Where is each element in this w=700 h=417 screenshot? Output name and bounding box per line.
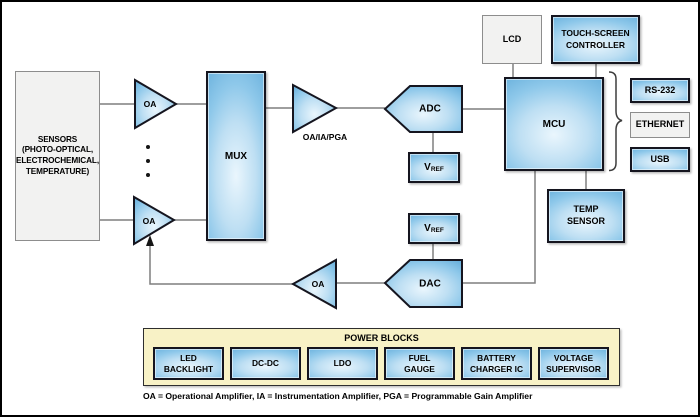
- dac-pentagon: [383, 259, 463, 308]
- vref-label: V: [424, 162, 431, 173]
- ethernet-block: ETHERNET: [630, 112, 690, 138]
- wire-feedback-to-oa-bottom: [149, 246, 293, 285]
- vref-label: V: [424, 223, 431, 234]
- battery-charger-block: BATTERY CHARGER IC: [461, 347, 532, 380]
- feedback-arrowhead: [146, 235, 154, 246]
- sensors-block: SENSORS (PHOTO-OPTICAL, ELECTROCHEMICAL,…: [15, 71, 100, 241]
- oa-feedback-label: OA: [311, 279, 325, 289]
- temp-sensor-block: TEMP SENSOR: [547, 189, 625, 243]
- wire-mcu-to-dac: [462, 171, 536, 284]
- oa-bottom-triangle: [133, 195, 176, 246]
- adc-pentagon: [383, 85, 463, 133]
- usb-block: USB: [630, 147, 690, 172]
- power-blocks-title: POWER BLOCKS: [344, 333, 419, 343]
- adc-label: ADC: [419, 103, 441, 115]
- lcd-block: LCD: [482, 15, 542, 64]
- channel-ellipsis-dot: [146, 173, 150, 177]
- vref-subscript: REF: [430, 226, 444, 234]
- oa-top-triangle: [134, 78, 178, 130]
- ldo-block: LDO: [307, 347, 378, 380]
- mcu-peripherals-brace: [608, 71, 623, 172]
- oa-top-label: OA: [143, 99, 157, 109]
- vref-subscript: REF: [430, 165, 444, 173]
- voltage-supervisor-block: VOLTAGE SUPERVISOR: [538, 347, 609, 380]
- mux-block: MUX: [206, 71, 266, 241]
- abbreviation-footnote: OA = Operational Amplifier, IA = Instrum…: [143, 391, 533, 401]
- channel-ellipsis-dot: [146, 145, 150, 149]
- power-blocks-panel: POWER BLOCKS LED BACKLIGHT DC-DC LDO FUE…: [143, 328, 620, 386]
- power-blocks-row: LED BACKLIGHT DC-DC LDO FUEL GAUGE BATTE…: [153, 347, 609, 380]
- touchscreen-controller-block: TOUCH-SCREEN CONTROLLER: [551, 15, 640, 64]
- dac-label: DAC: [419, 278, 441, 290]
- oa-feedback-triangle: [290, 258, 337, 310]
- rs232-block: RS-232: [630, 78, 690, 103]
- pga-label: OA/IA/PGA: [302, 132, 348, 142]
- led-backlight-block: LED BACKLIGHT: [153, 347, 224, 380]
- oa-bottom-label: OA: [142, 216, 156, 226]
- channel-ellipsis-dot: [146, 159, 150, 163]
- mcu-block: MCU: [504, 77, 604, 171]
- fuel-gauge-block: FUEL GAUGE: [384, 347, 455, 380]
- dcdc-block: DC-DC: [230, 347, 301, 380]
- pga-triangle: [292, 83, 339, 134]
